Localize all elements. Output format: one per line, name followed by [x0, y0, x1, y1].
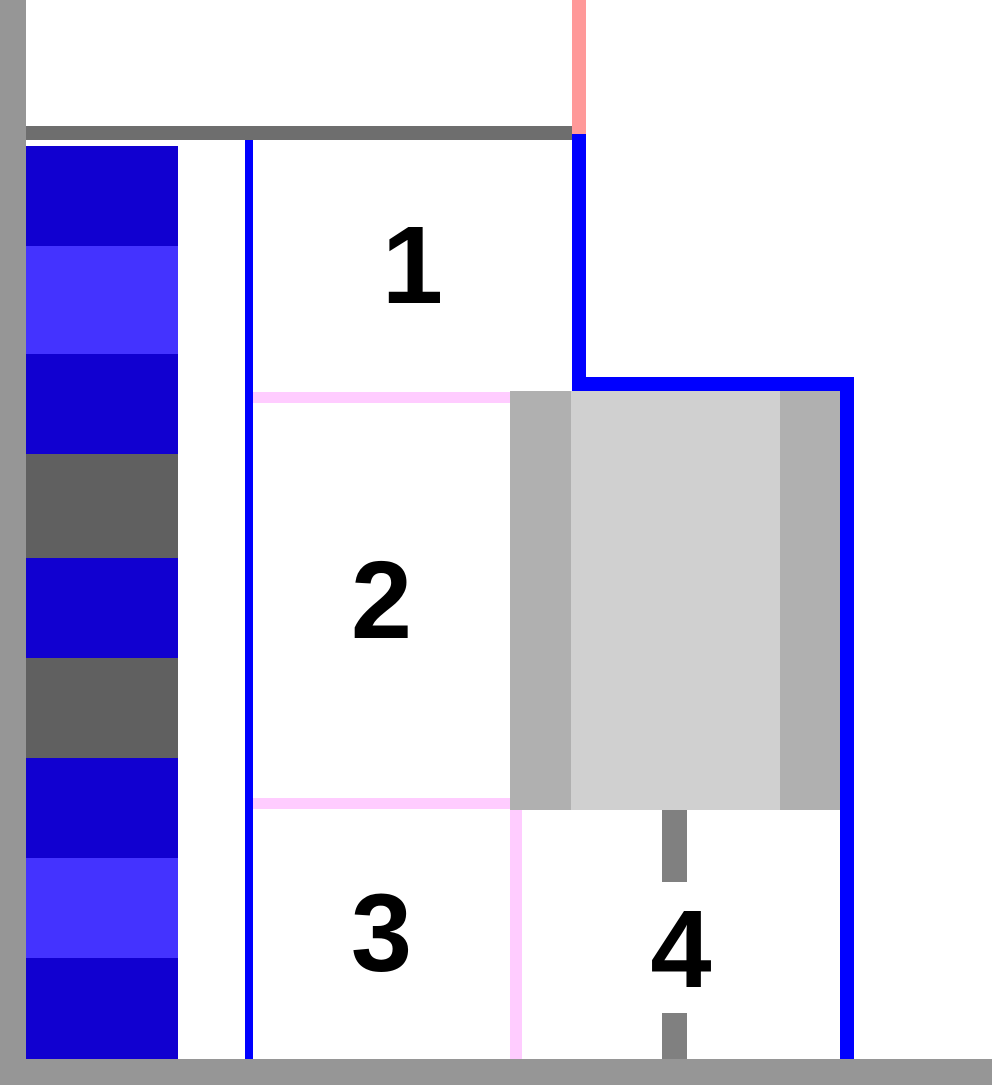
- partition-3-4: [510, 809, 522, 1059]
- elevator-inner: [571, 391, 780, 810]
- divider-dash: [662, 1013, 687, 1059]
- partition-2-3: [253, 798, 510, 809]
- stair-step: [26, 758, 178, 858]
- boundary-step: [572, 377, 854, 391]
- stair-step: [26, 958, 178, 1059]
- stair-step: [26, 558, 178, 658]
- partition-1-2: [253, 392, 510, 403]
- stair-step: [26, 146, 178, 246]
- stair-step: [26, 454, 178, 558]
- top-marker-line: [572, 0, 586, 134]
- stair-step: [26, 354, 178, 454]
- boundary-upper-right: [572, 134, 586, 389]
- left-wall: [0, 0, 26, 1085]
- room-3-label: 3: [350, 872, 413, 995]
- room-1-label: 1: [381, 204, 444, 327]
- boundary-right: [840, 377, 854, 1059]
- room-4-label: 4: [650, 888, 712, 1011]
- room-2-label: 2: [350, 538, 413, 662]
- bottom-wall: [0, 1059, 992, 1085]
- boundary-left: [245, 140, 253, 1059]
- stair-step: [26, 858, 178, 958]
- stair-step: [26, 246, 178, 354]
- divider-dash: [662, 810, 687, 882]
- top-wall: [26, 126, 572, 140]
- stair-step: [26, 658, 178, 758]
- elevator-block: [510, 391, 840, 810]
